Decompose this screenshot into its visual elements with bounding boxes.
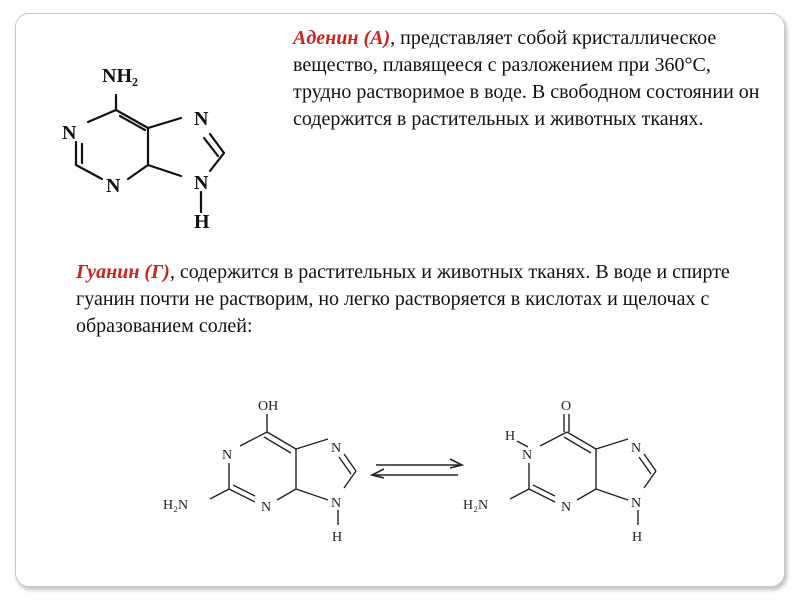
equilibrium-arrow-icon [369,458,465,479]
enol-n9-label: N [331,496,341,511]
enol-n7-label: N [331,441,341,456]
keto-n1-label: N [522,448,532,463]
adenine-n7-label: N [194,108,209,130]
slide-frame [15,13,785,587]
keto-h9-label: H [632,530,642,545]
adenine-title: Аденин (А) [293,27,391,49]
keto-n7-label: N [631,441,641,456]
guanine-keto-structure: O H N N N N H H₂N [463,399,657,545]
keto-h1-label: H [505,429,515,444]
adenine-nh2-label: NH₂ [102,65,138,87]
keto-n9-label: N [631,496,641,511]
keto-o-label: O [561,399,571,414]
enol-n1-label: N [222,448,232,463]
guanine-enol-structure: OH N N N N H H₂N [163,399,357,545]
keto-n3-label: N [561,500,571,515]
guanine-paragraph: Гуанин (Г), содержится в растительных и … [76,259,776,340]
guanine-description: , содержится в растительных и животных т… [76,261,730,337]
adenine-n3-label: N [106,175,121,197]
enol-n3-label: N [261,500,271,515]
guanine-title: Гуанин (Г) [76,261,170,283]
adenine-n1-label: N [62,122,77,144]
enol-h9-label: H [332,530,342,545]
adenine-description: , представляет собой кристаллическое вещ… [293,27,760,130]
adenine-structure: NH₂ N N N N H [62,65,226,233]
enol-oh-label: OH [258,399,278,414]
adenine-paragraph: Аденин (А), представляет собой кристалли… [293,25,773,133]
adenine-n9-label: N [194,172,209,194]
keto-nh2-label: H₂N [463,498,488,513]
enol-nh2-label: H₂N [163,498,188,513]
adenine-h9-label: H [194,211,210,233]
